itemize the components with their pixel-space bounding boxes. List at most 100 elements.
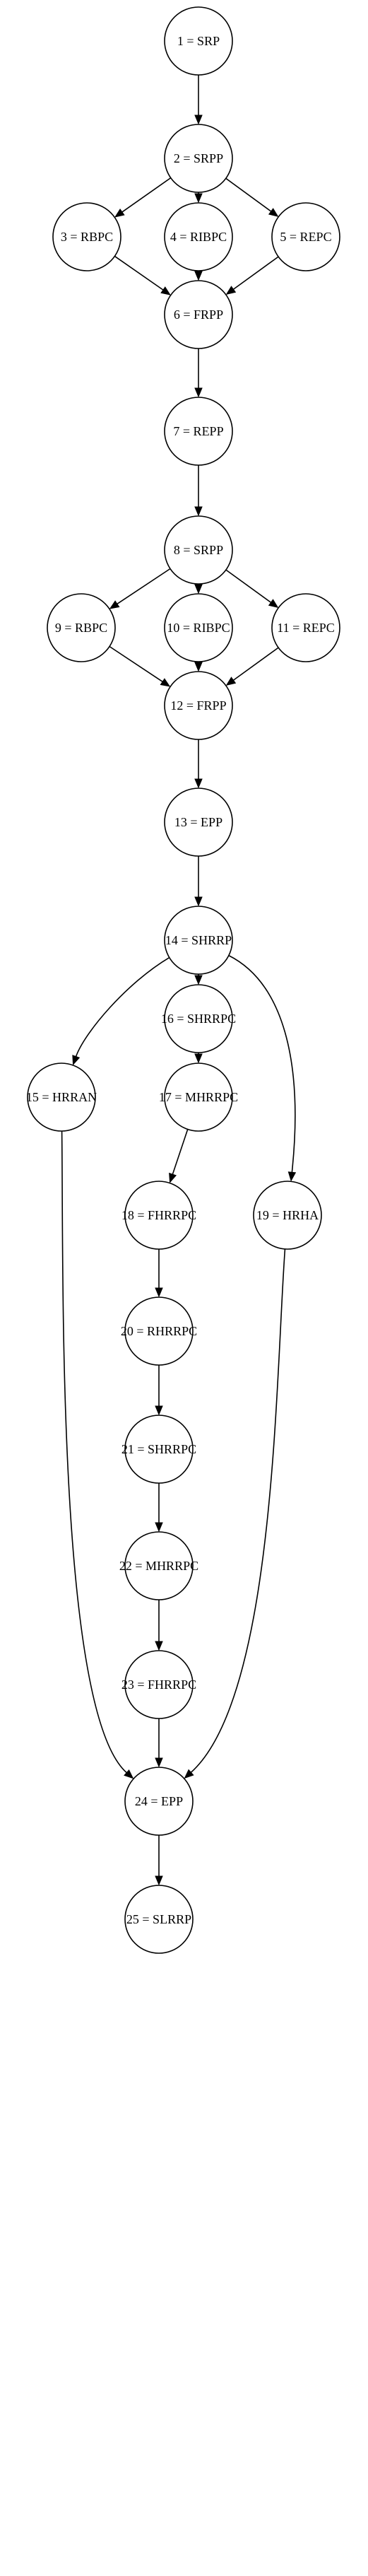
node-label: 23 = FHRRPC [121,1678,196,1692]
edge-16-17 [194,1053,203,1064]
node-circle [124,1531,194,1600]
edge-23-24 [155,1719,163,1768]
node-17: 17 = MHRRPC [159,1062,238,1132]
arrowhead-icon [194,115,203,125]
arrowhead-icon [194,193,203,204]
node-6: 6 = FRPP [164,280,233,349]
arrowhead-icon [194,778,203,789]
arrowhead-icon [194,1053,203,1064]
node-circle [271,593,340,662]
node-12: 12 = FRPP [164,671,233,740]
edge-8-10 [194,584,203,595]
edge-9-12 [109,645,171,687]
node-circle [164,397,233,466]
node-circle [124,1296,194,1366]
edge-2-5 [225,177,279,217]
node-15: 15 = HRRAN [26,1062,97,1132]
edge-line [114,255,164,291]
node-circle [164,984,233,1053]
node-circle [124,1885,194,1954]
node-circle [52,202,121,271]
arrowhead-icon [194,387,203,398]
arrowhead-icon [155,1757,163,1768]
arrowhead-icon [225,286,237,295]
arrowhead-icon [169,1172,177,1183]
arrowhead-icon [155,1405,163,1416]
arrowhead-icon [194,662,203,672]
node-9: 9 = RBPC [47,593,116,662]
node-circle [253,1181,322,1250]
node-10: 10 = RIBPC [164,593,233,662]
node-18: 18 = FHRRPC [121,1181,196,1250]
node-circle [124,1767,194,1836]
edge-2-3 [114,177,172,218]
edge-8-9 [109,568,171,609]
edge-22-23 [155,1600,163,1651]
node-25: 25 = SLRRP [124,1885,194,1954]
edge-7-8 [194,465,203,517]
arrowhead-icon [124,1769,134,1779]
edge-line [190,1248,286,1773]
edge-line [109,645,163,682]
node-23: 23 = FHRRPC [121,1650,196,1719]
node-label: 6 = FRPP [174,308,223,322]
node-circle [164,202,233,271]
node-circle [271,202,340,271]
node-circle [124,1415,194,1484]
node-label: 16 = SHRRPC [161,1012,236,1026]
node-circle [164,6,233,76]
node-label: 18 = FHRRPC [121,1208,196,1222]
node-label: 10 = RIBPC [167,621,230,635]
node-label: 21 = SHRRPC [121,1442,196,1456]
edge-5-6 [225,256,279,295]
arrowhead-icon [72,1055,81,1066]
edge-15-24 [61,1130,134,1779]
arrowhead-icon [268,599,279,609]
edge-12-13 [194,739,203,789]
arrowhead-icon [225,677,237,686]
arrowhead-icon [155,1641,163,1651]
node-3: 3 = RBPC [52,202,121,271]
node-circle [27,1062,96,1132]
node-16: 16 = SHRRPC [161,984,236,1053]
edge-line [121,177,172,213]
edges-layer [61,75,297,1886]
node-4: 4 = RIBPC [164,202,233,271]
node-7: 7 = REPP [164,397,233,466]
node-circle [124,1650,194,1719]
edge-line [61,1130,127,1774]
edge-21-22 [155,1483,163,1533]
node-label: 12 = FRPP [170,698,226,713]
edge-8-11 [225,569,279,609]
arrowhead-icon [194,975,203,985]
node-circle [164,515,233,585]
edge-line [228,954,296,1173]
arrowhead-icon [109,600,120,609]
edge-17-18 [169,1129,189,1183]
node-2: 2 = SRPP [164,124,233,193]
node-circle [164,124,233,193]
node-label: 4 = RIBPC [170,230,227,244]
arrowhead-icon [155,1287,163,1298]
node-19: 19 = HRHA [253,1181,322,1250]
edge-14-19 [228,954,297,1182]
node-11: 11 = REPC [271,593,340,662]
arrowhead-icon [114,208,125,218]
edge-line [225,177,272,212]
edge-line [232,256,279,290]
arrowhead-icon [160,286,171,295]
node-circle [164,280,233,349]
node-21: 21 = SHRRPC [121,1415,196,1484]
node-circle [164,788,233,857]
node-label: 14 = SHRRP [165,933,232,947]
edge-line [172,1129,189,1175]
node-20: 20 = RHRRPC [121,1296,197,1366]
node-label: 22 = MHRRPC [119,1559,198,1573]
arrowhead-icon [268,208,279,217]
node-22: 22 = MHRRPC [119,1531,198,1600]
node-24: 24 = EPP [124,1767,194,1836]
node-8: 8 = SRPP [164,515,233,585]
node-circle [164,593,233,662]
